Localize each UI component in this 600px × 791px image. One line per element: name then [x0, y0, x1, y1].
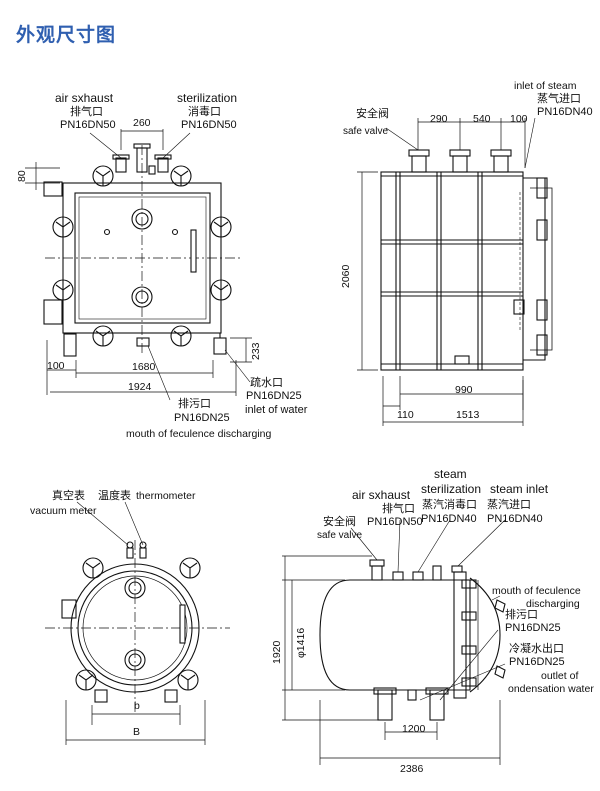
view2-dim-2060: 2060	[340, 264, 352, 288]
view2-safe-valve-en: safe valve	[343, 126, 389, 137]
view1-dim-233: 233	[250, 342, 262, 360]
view4-steam-inlet-en: steam inlet	[490, 482, 549, 496]
view1-drain-en: inlet of water	[245, 404, 308, 416]
view2-dim-540: 540	[473, 113, 491, 125]
view4-sterilization-en: sterilization	[421, 482, 482, 496]
view3-dim-b-small: b	[134, 700, 140, 712]
view4-dim-1200: 1200	[402, 723, 426, 735]
view4-air-exhaust-en: air sxhaust	[352, 488, 411, 502]
view1-handwheels	[52, 165, 232, 347]
view4-sewage-cn: 排污口	[505, 609, 538, 621]
view4-steam-en: steam	[434, 467, 467, 481]
view4-dim-1920: 1920	[271, 640, 283, 664]
view1-front-square	[25, 129, 252, 401]
view4-condensate-cn: 冷凝水出口	[509, 643, 564, 655]
view3-front-circle	[45, 501, 230, 745]
view2-dim-990: 990	[455, 384, 473, 396]
view2-side-rect	[357, 117, 553, 426]
view4-safe-valve-cn: 安全阀	[323, 516, 356, 528]
view4-condensate-en1: outlet of	[541, 670, 579, 682]
view1-air-exhaust-cn: 排气口	[70, 106, 103, 118]
view4-steam-inlet-spec: PN16DN40	[487, 513, 543, 525]
view1-sewage-en: mouth of feculence discharging	[126, 428, 272, 440]
view4-steam-steril-spec: PN16DN40	[421, 513, 477, 525]
view3-dim-b-big: B	[133, 726, 141, 738]
view4-steam-inlet-cn: 蒸汽进口	[487, 499, 531, 511]
view4-feculence-en2: discharging	[526, 598, 580, 610]
view1-drain-cn: 疏水口	[250, 377, 283, 389]
view1-sterilization-spec: PN16DN50	[181, 119, 237, 131]
view2-steam-inlet-spec: PN16DN40	[537, 106, 593, 118]
view1-dim-260: 260	[133, 117, 151, 129]
view3-handwheels	[75, 557, 201, 691]
view4-safe-valve-en: safe valve	[317, 530, 363, 541]
view1-dim-100: 100	[47, 360, 65, 372]
view4-dim-2386: 2386	[400, 763, 424, 775]
view4-side-cylinder	[282, 519, 506, 765]
view2-dim-290: 290	[430, 113, 448, 125]
view1-drain-spec: PN16DN25	[246, 390, 302, 402]
page-title: 外观尺寸图	[16, 24, 117, 46]
view1-air-exhaust-en: air sxhaust	[55, 91, 114, 105]
view3-vacuum-cn: 真空表	[52, 490, 85, 502]
view4-feculence-en1: mouth of feculence	[492, 585, 581, 597]
view2-dim-1513: 1513	[456, 409, 480, 421]
view3-thermo-en: thermometer	[136, 490, 196, 502]
view2-safe-valve-cn: 安全阀	[356, 108, 389, 120]
view1-dim-1924: 1924	[128, 381, 152, 393]
view2-steam-inlet-en: inlet of steam	[514, 80, 577, 92]
view4-steam-steril-cn: 蒸汽消毒口	[422, 499, 477, 511]
view4-dim-phi: φ1416	[295, 627, 307, 658]
view4-condensate-en2: ondensation water	[508, 683, 594, 695]
view1-sewage-spec: PN16DN25	[174, 412, 230, 424]
view1-sterilization-cn: 消毒口	[188, 106, 221, 118]
view4-sewage-spec: PN16DN25	[505, 622, 561, 634]
view3-vacuum-en: vacuum meter	[30, 505, 97, 517]
view4-condensate-spec: PN16DN25	[509, 656, 565, 668]
view4-air-exhaust-spec: PN16DN50	[367, 516, 423, 528]
view2-steam-inlet-cn: 蒸气进口	[537, 93, 581, 105]
view2-dim-100: 100	[510, 113, 528, 125]
view2-dim-110: 110	[397, 409, 414, 421]
view1-air-exhaust-spec: PN16DN50	[60, 119, 116, 131]
view3-thermo-cn: 温度表	[98, 490, 131, 502]
view4-air-exhaust-cn: 排气口	[382, 503, 415, 515]
view1-dim-1680: 1680	[132, 361, 156, 373]
view1-sewage-cn: 排污口	[178, 398, 211, 410]
view1-sterilization-en: sterilization	[177, 91, 238, 105]
view1-dim-80: 80	[16, 170, 28, 182]
